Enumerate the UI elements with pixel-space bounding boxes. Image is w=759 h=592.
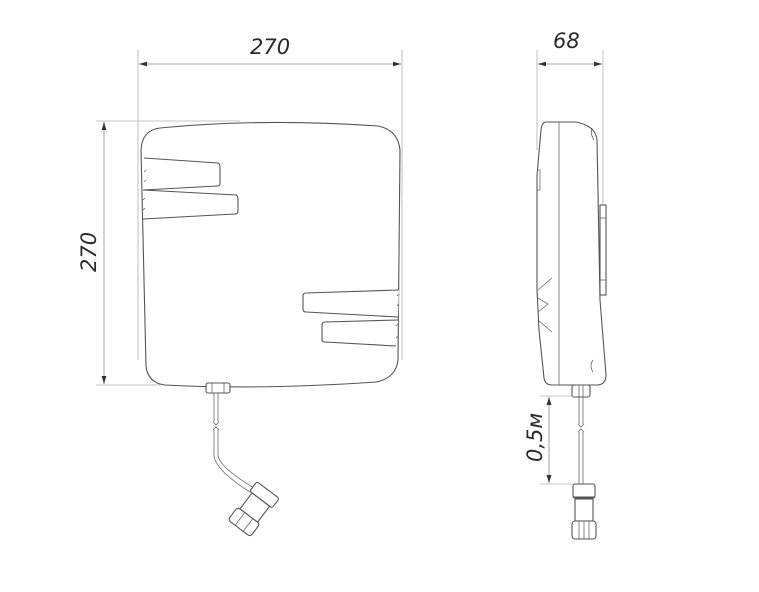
cable-gland bbox=[205, 382, 231, 394]
slot-upper-1 bbox=[142, 157, 221, 191]
antenna-side-body bbox=[536, 121, 607, 386]
cable-length-label: 0,5м bbox=[523, 413, 547, 462]
side-cable-gland bbox=[571, 384, 591, 398]
cable bbox=[212, 393, 255, 493]
mounting-bracket bbox=[599, 204, 607, 296]
side-cable bbox=[577, 397, 585, 484]
depth-label: 68 bbox=[553, 29, 580, 53]
front-view: 270 270 bbox=[77, 35, 403, 537]
side-connector bbox=[571, 483, 597, 540]
connector bbox=[228, 481, 279, 537]
slot-lower-1 bbox=[302, 289, 400, 318]
width-label: 270 bbox=[250, 35, 290, 59]
slot-lower-2 bbox=[321, 319, 399, 347]
side-view: 68 0,5м bbox=[523, 29, 607, 540]
height-label: 270 bbox=[77, 232, 101, 272]
slot-upper-2 bbox=[142, 189, 239, 220]
antenna-body bbox=[140, 121, 401, 388]
